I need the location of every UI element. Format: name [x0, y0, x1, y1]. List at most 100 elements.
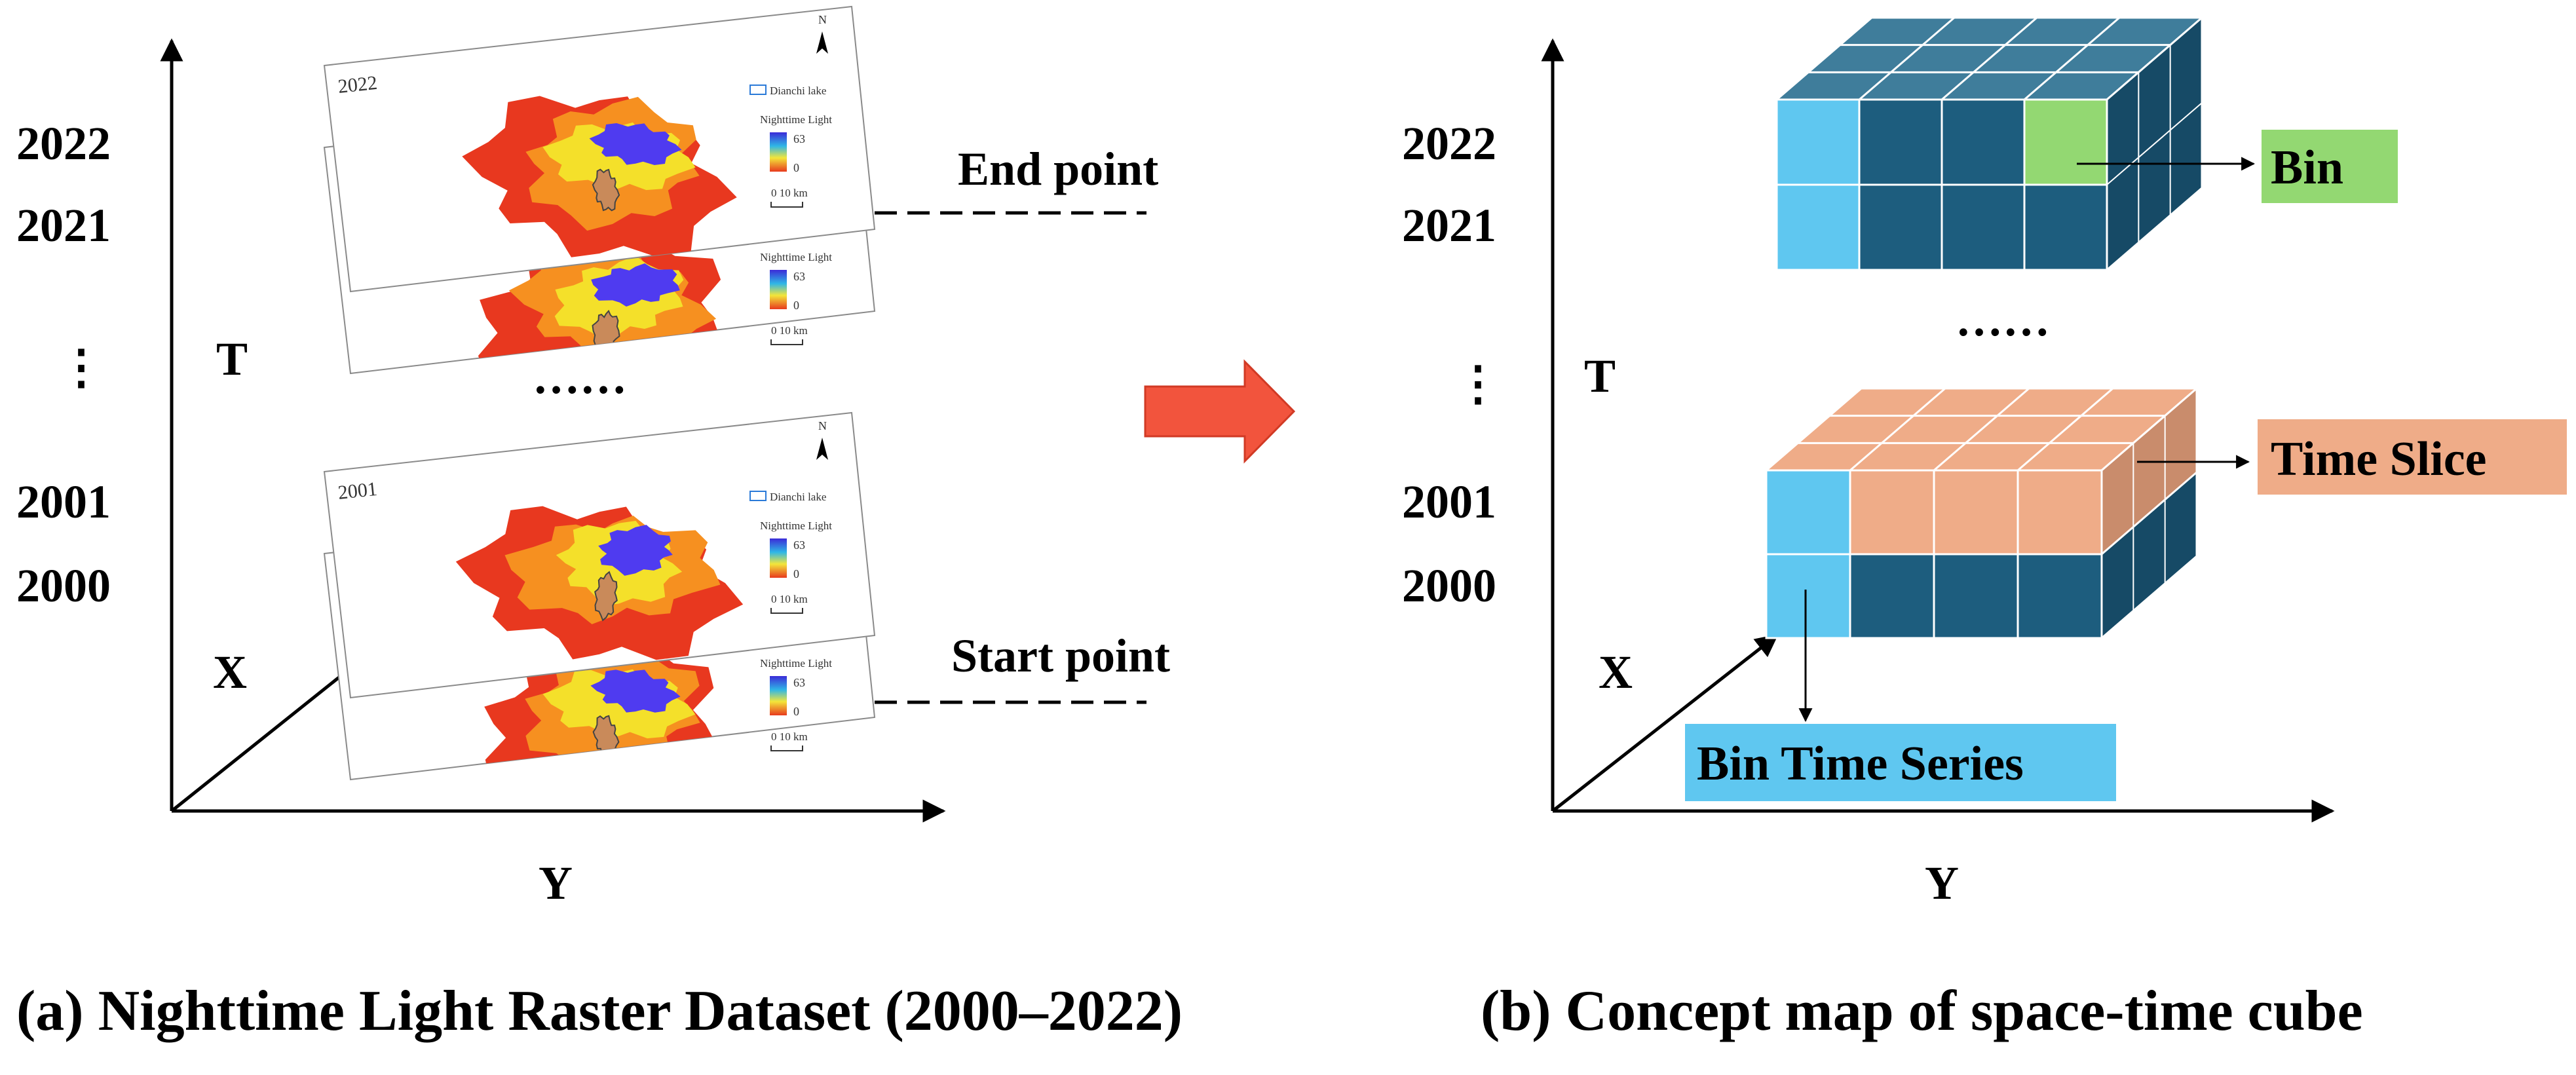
map-region-blue: [590, 670, 681, 713]
cube-top-top-grid-line: [2024, 16, 2120, 101]
light-legend-title: Nighttime Light: [760, 113, 832, 126]
cube-bottom-top-grid-line: [2017, 387, 2113, 472]
light-legend-ramp: [770, 132, 787, 172]
axis-t-label-b: T: [1584, 350, 1616, 402]
x-axis-b: [1551, 633, 1779, 812]
year-label-a-vdots: ⋮: [58, 341, 105, 394]
axis-x-label-a: X: [213, 646, 247, 698]
caption-b: (b) Concept map of space-time cube: [1481, 979, 2363, 1043]
map-lake: [594, 571, 618, 622]
scale-bar: [770, 608, 803, 614]
map-region-blue: [591, 263, 680, 307]
light-legend-min: 0: [793, 161, 799, 174]
axis-y-label-a: Y: [539, 857, 573, 909]
cube-bottom-cell: [1849, 553, 1935, 639]
cube-top: [1773, 15, 2205, 273]
bin-label: Bin: [2271, 141, 2343, 195]
scale-bar: [770, 339, 803, 345]
scale-bar-label: 0 10 km: [771, 593, 808, 605]
north-arrow-icon: [816, 438, 828, 460]
cube-bottom-cell: [1933, 553, 2019, 639]
lake-legend-label: Dianchi lake: [770, 85, 826, 97]
bin-series-label-box: [1685, 724, 2116, 801]
north-arrow-label: N: [818, 419, 827, 432]
time-slice-label: Time Slice: [2271, 432, 2487, 486]
year-label-b-vdots: ⋮: [1454, 358, 1502, 410]
cube-bottom-top-grid-line: [1849, 387, 1946, 472]
light-legend-max: 63: [793, 676, 805, 689]
ellipsis-b: ……: [1956, 293, 2050, 346]
axis-x-label-b: X: [1599, 646, 1633, 698]
end-point-label: End point: [958, 143, 1158, 195]
scale-bar: [770, 202, 803, 208]
panel-b: T X Y 2022 2021 ⋮ 2001 2000 …… Bin Time …: [1402, 15, 2567, 1043]
panel-a: T X Y 2022 2021 ⋮ 2001 2000 2021Nighttim…: [16, 5, 1183, 1043]
light-legend-max: 63: [793, 538, 805, 552]
bin-label-box: [2262, 130, 2398, 203]
cube-top-cell: [1941, 183, 2026, 271]
year-label-b-2021: 2021: [1402, 199, 1496, 252]
lake-legend-swatch: [749, 85, 767, 95]
transition-arrow: [1144, 359, 1296, 464]
cube-bottom-cell: [2017, 469, 2103, 556]
map-lake: [592, 168, 620, 212]
lake-legend-label: Dianchi lake: [770, 491, 826, 503]
light-legend-title: Nighttime Light: [760, 519, 832, 532]
map-region-blue: [589, 123, 682, 165]
start-point-label: Start point: [951, 630, 1170, 682]
cube-bottom-cell: [2017, 553, 2103, 639]
map-raster: [455, 506, 744, 660]
axis-t-label-a: T: [216, 333, 248, 385]
cube-bottom-cell: [1849, 469, 1935, 556]
year-label-a-2021: 2021: [16, 199, 111, 252]
cube-bottom-cell: [1765, 469, 1851, 556]
bin-series-label: Bin Time Series: [1697, 737, 2024, 791]
map-year-label: 2001: [337, 478, 378, 504]
cube-bottom-cell: [1765, 553, 1851, 639]
scale-bar: [770, 745, 803, 751]
north-arrow-label: N: [818, 13, 827, 26]
year-label-b-2000: 2000: [1402, 559, 1496, 612]
caption-a: (a) Nighttime Light Raster Dataset (2000…: [16, 979, 1183, 1043]
year-label-a-2001: 2001: [16, 476, 111, 528]
cube-top-top-grid-line: [1941, 16, 2037, 101]
year-label-a-2022: 2022: [16, 117, 111, 170]
map-raster: [462, 96, 737, 258]
year-label-b-2022: 2022: [1402, 117, 1496, 170]
light-legend-max: 63: [793, 270, 805, 283]
cube-top-cell: [1775, 183, 1861, 271]
cube-bottom-top-grid-line: [1933, 387, 2030, 472]
scale-bar-label: 0 10 km: [771, 324, 808, 337]
light-legend-min: 0: [793, 299, 799, 312]
ellipsis-a: ……: [533, 351, 627, 404]
map-year-label: 2022: [337, 72, 378, 98]
axis-y-label-b: Y: [1925, 857, 1959, 909]
light-legend-max: 63: [793, 132, 805, 145]
light-legend-min: 0: [793, 567, 799, 580]
light-legend-ramp: [770, 538, 787, 578]
cube-top-cell: [1775, 98, 1861, 186]
scale-bar-label: 0 10 km: [771, 730, 808, 743]
cube-top-cell: [1858, 183, 1943, 271]
cube-bottom-cell: [1933, 469, 2019, 556]
cube-top-cell: [1858, 98, 1943, 186]
time-slice-label-box: [2258, 419, 2567, 495]
lake-legend-swatch: [749, 491, 767, 501]
cube-top-cell: [1941, 98, 2026, 186]
map-region-blue: [598, 525, 673, 576]
light-legend-title: Nighttime Light: [760, 657, 832, 670]
light-legend-ramp: [770, 676, 787, 715]
light-legend-min: 0: [793, 705, 799, 718]
cube-top-cell: [2023, 98, 2108, 186]
cube-top-top-grid-line: [1859, 16, 1955, 101]
year-label-a-2000: 2000: [16, 559, 111, 612]
cube-bottom: [1763, 386, 2200, 641]
light-legend-title: Nighttime Light: [760, 251, 832, 263]
cube-top-side-grid-line: [2106, 102, 2203, 185]
scale-bar-label: 0 10 km: [771, 187, 808, 199]
